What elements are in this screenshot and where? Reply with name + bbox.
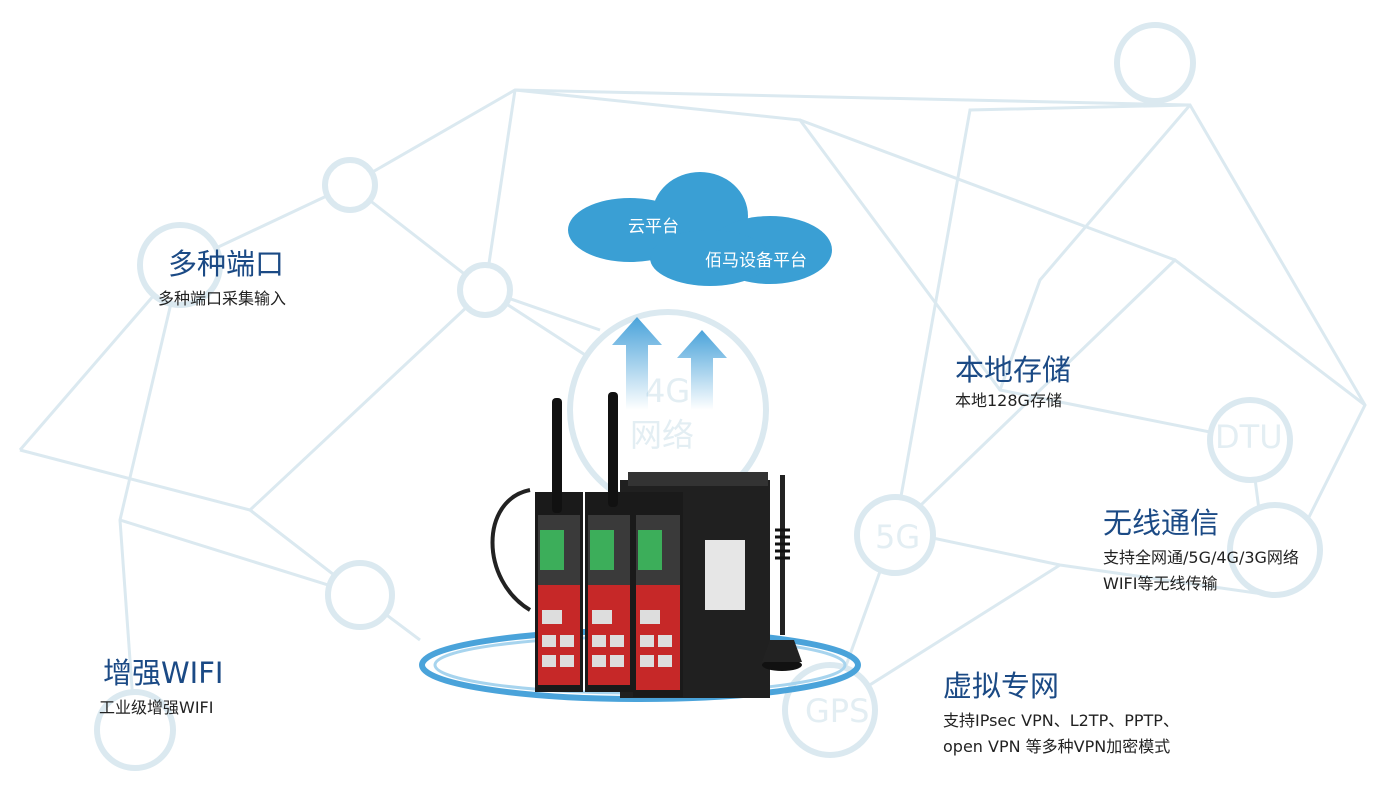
cloud-label-platform: 云平台: [628, 217, 679, 237]
upload-arrows: [612, 317, 727, 410]
cloud-label-device-platform: 佰马设备平台: [705, 251, 807, 271]
watermark-dtu: DTU: [1215, 418, 1283, 456]
feature-title: 无线通信: [1103, 506, 1220, 540]
arrow-up-icon: [612, 317, 662, 410]
feature-title: 本地存储: [955, 353, 1072, 387]
cloud-platform: 云平台 佰马设备平台: [560, 168, 840, 298]
feature-wifi: 增强WIFI 工业级增强WIFI: [99, 655, 224, 721]
feature-ports: 多种端口 多种端口采集输入: [158, 246, 286, 312]
feature-vpn: 虚拟专网 支持IPsec VPN、L2TP、PPTP、 open VPN 等多种…: [943, 668, 1179, 760]
feature-title: 多种端口: [168, 247, 285, 281]
router-device-image: [419, 392, 861, 702]
cloud-icon: [568, 172, 832, 286]
feature-title: 增强WIFI: [103, 656, 224, 690]
feature-desc: 支持IPsec VPN、L2TP、PPTP、: [943, 711, 1179, 730]
watermark-gps: GPS: [805, 692, 870, 730]
watermark-5g: 5G: [875, 518, 921, 556]
feature-storage: 本地存储 本地128G存储: [955, 352, 1071, 414]
feature-title: 虚拟专网: [943, 669, 1060, 703]
watermark-4g: 4G: [645, 372, 691, 410]
feature-desc: 工业级增强WIFI: [99, 698, 214, 717]
feature-desc: 支持全网通/5G/4G/3G网络: [1103, 548, 1299, 567]
feature-desc: 本地128G存储: [955, 391, 1062, 410]
arrow-up-icon: [677, 330, 727, 410]
feature-desc: WIFI等无线传输: [1103, 574, 1218, 593]
feature-wireless: 无线通信 支持全网通/5G/4G/3G网络 WIFI等无线传输: [1103, 505, 1299, 597]
feature-desc: open VPN 等多种VPN加密模式: [943, 737, 1171, 756]
feature-desc: 多种端口采集输入: [158, 289, 287, 308]
watermark-network: 网络: [630, 416, 695, 454]
